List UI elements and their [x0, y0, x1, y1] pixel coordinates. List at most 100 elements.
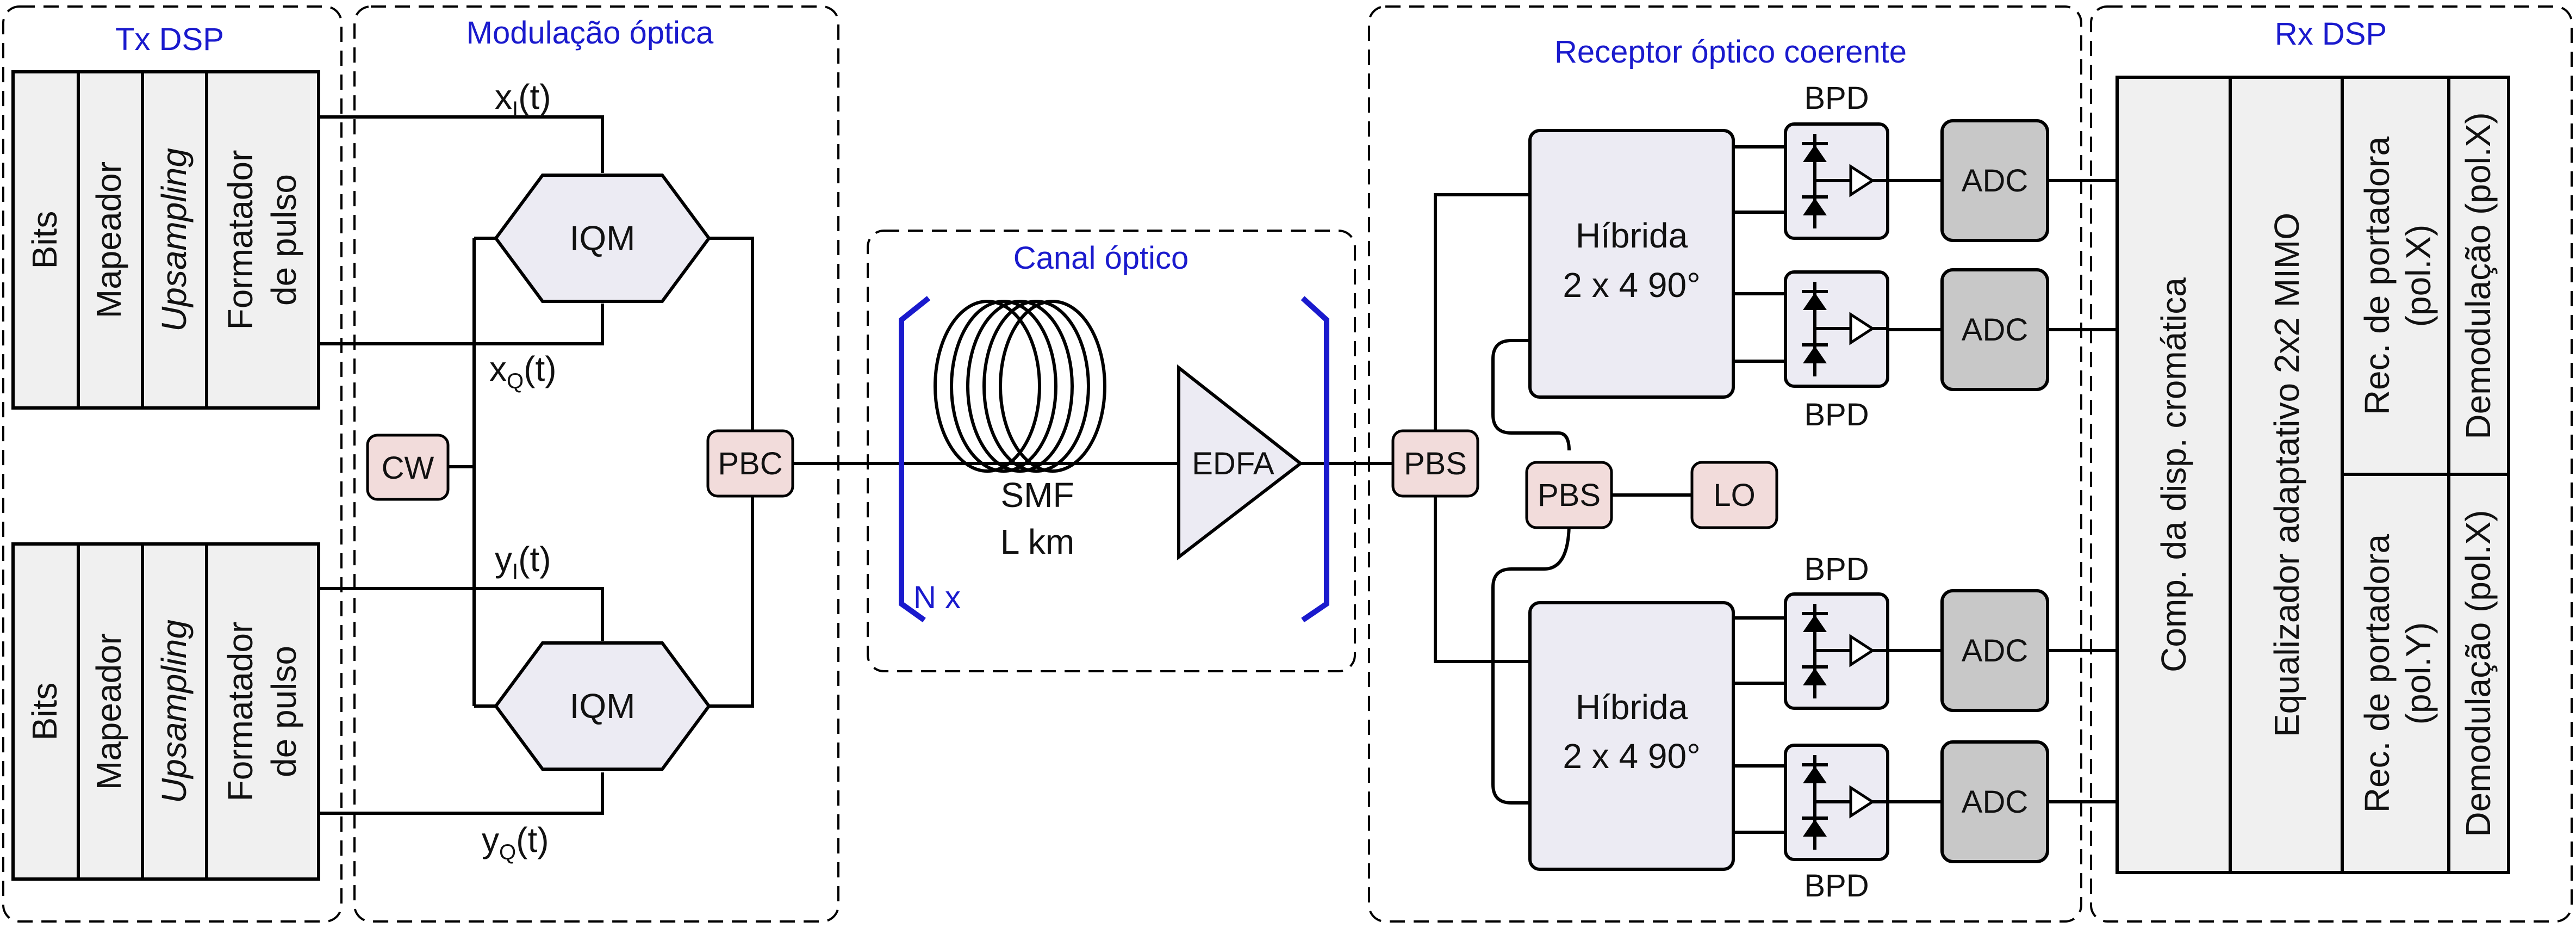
hybrid-bottom-label-1: Híbrida: [1576, 688, 1688, 727]
carrier-y-label-1: Rec. de portadora: [2357, 534, 2397, 813]
adc-block-3: [1940, 589, 2049, 712]
pbs-lo-label: PBS: [1538, 478, 1601, 513]
hybrid-top-label-1: Híbrida: [1576, 216, 1688, 255]
bpd-label: BPD: [1804, 868, 1869, 904]
carrier-x-label-2: (pol.X): [2399, 225, 2438, 327]
photodiode-icon: [1803, 145, 1827, 162]
pbs-signal-label: PBS: [1404, 446, 1467, 481]
optical-channel: N x SMF L km EDFA: [899, 296, 1329, 623]
yi-label: yI(t): [495, 540, 551, 584]
hybrid-bottom-label-2: 2 x 4 90°: [1563, 737, 1700, 776]
hybrid-top-block: [1528, 129, 1735, 399]
iqm-bottom-label: IQM: [570, 686, 636, 726]
photodiode-icon: [1803, 198, 1827, 215]
adc-label: ADC: [1962, 163, 2028, 199]
amplifier-icon: [1849, 634, 1875, 667]
rx-dsp-chain: Comp. da disp. cromática Equalizador ada…: [2115, 76, 2510, 874]
pbs-bottom-branch: [1434, 492, 1530, 663]
bpd-label: BPD: [1804, 81, 1869, 116]
fiber-label-1: SMF: [1000, 475, 1074, 515]
mapper-label: Mapeador: [89, 162, 128, 318]
iqm-top-label: IQM: [570, 219, 636, 258]
lo-top-branch: [1491, 339, 1571, 451]
channel-frame: [867, 230, 1356, 672]
bpd-unit: [1784, 744, 1889, 861]
tx-dsp-frame: [2, 5, 343, 923]
photodiode-icon: [1803, 293, 1827, 310]
bpd-label: BPD: [1804, 552, 1869, 587]
adc-label: ADC: [1962, 312, 2028, 348]
fiber-label-2: L km: [1000, 522, 1074, 561]
pbs-lo-block: [1525, 461, 1613, 529]
adc-label: ADC: [1962, 784, 2028, 820]
lo-bottom-branch: [1491, 522, 1571, 805]
cw-laser-block: [366, 434, 450, 501]
bpd-unit: [1784, 592, 1889, 710]
adc-block-1: [1940, 119, 2049, 242]
iqm-top-block: [494, 174, 711, 303]
adc-block-2: [1940, 268, 2049, 391]
yq-label: yQ(t): [482, 820, 549, 864]
yi-signal-line: [319, 587, 604, 641]
shaper-label-2: de pulso: [264, 174, 303, 306]
upsampling-label: Upsampling: [154, 148, 194, 332]
demod-x-label: Demodulação (pol.X): [2459, 112, 2498, 439]
equalizer-label: Equalizador adaptativo 2x2 MIMO: [2267, 213, 2306, 737]
shaper-label-1: Formatador: [221, 150, 260, 330]
amplifier-icon: [1849, 312, 1875, 345]
shaper-label-1: Formatador: [221, 622, 260, 802]
fiber-coil-icon: [934, 300, 1106, 473]
photodiode-icon: [1803, 766, 1827, 783]
carrier-recovery-y-block: [2341, 473, 2450, 874]
repeat-bracket-left: [899, 296, 931, 623]
pbs-signal-block: [1391, 429, 1479, 498]
receiver-title: Receptor óptico coerente: [1554, 34, 1907, 70]
bpd-unit: [1784, 270, 1889, 388]
lo-label: LO: [1713, 478, 1755, 513]
adc-label: ADC: [1962, 633, 2028, 669]
carrier-x-label-1: Rec. de portadora: [2357, 136, 2397, 415]
mapper-block: [77, 70, 144, 410]
hybrid-top-label-2: 2 x 4 90°: [1563, 265, 1700, 305]
xq-label: xQ(t): [489, 349, 557, 393]
iqm-bottom-block: [494, 641, 711, 771]
tx-dsp-title: Tx DSP: [115, 22, 224, 57]
channel-title: Canal óptico: [1013, 240, 1189, 276]
tx-chain-bottom: Bits Mapeador Upsampling Formatador de p…: [11, 542, 320, 881]
cw-label: CW: [382, 450, 434, 486]
rx-dsp-title: Rx DSP: [2275, 16, 2387, 52]
tx-chain-top: Bits Mapeador Upsampling Formatador de p…: [11, 70, 320, 410]
upsampling-label: Upsampling: [154, 620, 194, 803]
photodiode-icon: [1803, 819, 1827, 837]
rx-dsp-frame: [2090, 5, 2573, 923]
xq-signal-line: [319, 304, 604, 345]
modulation-title: Modulação óptica: [466, 15, 714, 51]
amplifier-icon: [1849, 785, 1875, 819]
mapper-label: Mapeador: [89, 633, 128, 790]
hybrid-bottom-block: [1528, 601, 1735, 871]
signal-labels: xI(t) xQ(t) yI(t) yQ(t): [482, 77, 557, 864]
shaper-block: [205, 542, 320, 881]
photodiode-icon: [1803, 346, 1827, 363]
repeat-label: N x: [913, 580, 961, 615]
lo-block: [1690, 461, 1778, 529]
bpd-label: BPD: [1804, 397, 1869, 432]
pbs-top-branch: [1434, 193, 1530, 435]
yq-signal-line: [319, 772, 604, 815]
bpd-group: [1784, 122, 1889, 861]
demod-y-label: Demodulação (pol.X): [2459, 510, 2498, 837]
bits-block: [11, 70, 80, 410]
edfa-amplifier-block: [1177, 364, 1303, 561]
amplifier-icon: [1849, 164, 1875, 197]
edfa-label: EDFA: [1192, 446, 1274, 481]
bpd-unit: [1784, 122, 1889, 240]
photodiode-icon: [1803, 615, 1827, 632]
receiver-wiring: [1434, 145, 2117, 834]
pbc-label: PBC: [718, 446, 782, 481]
bits-label: Bits: [25, 683, 64, 741]
carrier-y-label-2: (pol.Y): [2399, 622, 2438, 725]
bits-label: Bits: [25, 211, 64, 269]
adc-block-4: [1940, 740, 2049, 863]
shaper-label-2: de pulso: [264, 646, 303, 777]
